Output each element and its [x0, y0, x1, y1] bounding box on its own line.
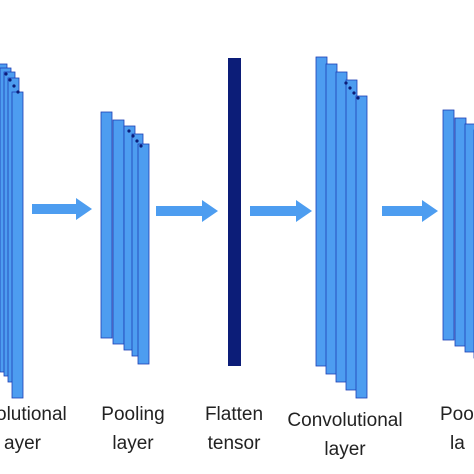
label-flatten-tensor: Flatten tensor: [188, 400, 280, 458]
conv1-dot-3: [12, 84, 16, 88]
conv2-sheet-4: [345, 79, 358, 391]
label-flatten-line2: tensor: [207, 433, 261, 454]
label-conv2-line2: layer: [324, 439, 366, 460]
label-pool2-line2: la: [450, 433, 465, 454]
flow-arrows: [32, 198, 438, 222]
pool1-dot-3: [135, 139, 139, 143]
label-convolutional-layer-1: olutional ayer: [0, 400, 67, 458]
conv1-sheet-5: [11, 91, 24, 399]
conv2-dot-4: [356, 96, 360, 100]
label-pool1-line2: layer: [112, 433, 154, 454]
layer-stacks: [0, 56, 474, 399]
label-conv1-line1: olutional: [0, 404, 67, 425]
flow-arrow-1: [32, 198, 92, 220]
label-pooling-layer-1: Pooling layer: [88, 400, 178, 458]
label-conv2-line1: Convolutional: [287, 410, 403, 431]
pool1-sheet-5: [137, 143, 150, 365]
continuation-dots: [4, 72, 360, 148]
label-pool1-line1: Pooling: [101, 404, 165, 425]
label-convolutional-layer-2: Convolutional layer: [280, 406, 410, 464]
pool1-sheet-1: [100, 111, 113, 339]
pool2-sheet-2: [454, 117, 467, 347]
label-pool2-line1: Poo: [440, 404, 474, 425]
flow-arrow-2: [156, 200, 218, 222]
conv2-dot-1: [344, 81, 348, 85]
conv2-dot-2: [348, 86, 352, 90]
conv1-dot-1: [4, 72, 8, 76]
label-flatten-line1: Flatten: [204, 404, 264, 425]
flow-arrow-4: [382, 200, 438, 222]
conv1-dot-4: [16, 90, 20, 94]
pool1-dot-1: [127, 129, 131, 133]
pool2-sheet-1: [442, 109, 455, 341]
conv2-sheet-1: [315, 56, 328, 367]
label-conv1-line2: ayer: [4, 433, 41, 454]
conv2-dot-3: [352, 91, 356, 95]
conv2-sheet-5: [355, 95, 368, 399]
pool1-dot-2: [131, 134, 135, 138]
label-pooling-layer-2: Poo la: [440, 400, 474, 458]
conv1-dot-2: [8, 78, 12, 82]
flatten-tensor-bar: [228, 58, 241, 366]
pool1-sheet-2: [112, 119, 125, 345]
pool2-sheet-3: [464, 123, 474, 353]
flow-arrow-3: [250, 200, 312, 222]
pool1-dot-4: [139, 144, 143, 148]
conv2-sheet-3: [335, 71, 348, 383]
conv2-sheet-2: [325, 63, 338, 375]
